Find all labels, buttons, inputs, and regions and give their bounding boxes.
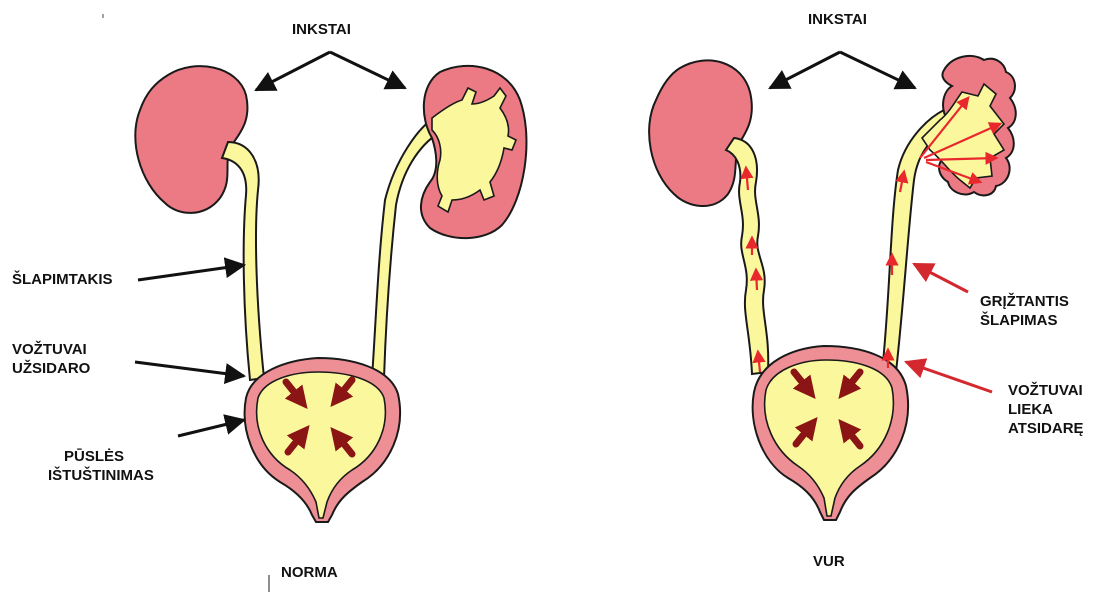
left-ureter	[222, 142, 264, 380]
valves-open-label: VOŽTUVAI LIEKA ATSIDARĘ	[1008, 381, 1084, 438]
right-ureter	[372, 118, 440, 378]
bladder-emptying-label: PŪSLĖS IŠTUŠTINIMAS	[48, 447, 154, 485]
vur-renal-pelvis	[922, 84, 1004, 188]
valves-open-line: VOŽTUVAI	[1008, 381, 1084, 400]
caption-vur: VUR	[813, 552, 845, 571]
bladder-emptying-line: IŠTUŠTINIMAS	[48, 466, 154, 485]
bladder-lumen	[257, 372, 386, 518]
left-kidney	[135, 66, 247, 213]
vur-left-kidney	[649, 60, 752, 206]
valves-closed-line: UŽSIDARO	[12, 359, 90, 378]
normal-anatomy	[135, 66, 526, 522]
reflux-urine-line: ŠLAPIMAS	[980, 311, 1069, 330]
reflux-urine-line: GRĮŽTANTIS	[980, 292, 1069, 311]
valves-closed-line: VOŽTUVAI	[12, 340, 90, 359]
valves-closed-label: VOŽTUVAI UŽSIDARO	[12, 340, 90, 378]
kidneys-label-right: INKSTAI	[808, 10, 867, 29]
valves-open-line: ATSIDARĘ	[1008, 419, 1084, 438]
reflux-urine-label: GRĮŽTANTIS ŠLAPIMAS	[980, 292, 1069, 330]
valves-open-line: LIEKA	[1008, 400, 1084, 419]
caption-norma: NORMA	[281, 563, 338, 582]
bladder-emptying-line: PŪSLĖS	[48, 447, 154, 466]
vur-bladder-lumen	[765, 360, 894, 516]
kidneys-label-left: INKSTAI	[292, 20, 351, 39]
ureter-label: ŠLAPIMTAKIS	[12, 270, 113, 289]
